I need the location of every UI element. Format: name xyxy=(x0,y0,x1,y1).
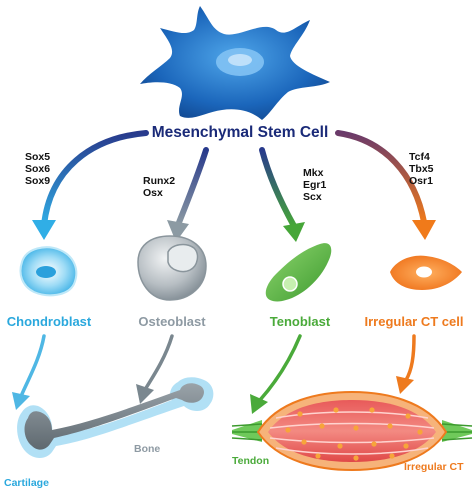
tendon-label: Tendon xyxy=(232,455,269,467)
osteoblast-cell-icon xyxy=(137,235,207,301)
marker-tbx5: Tbx5 xyxy=(409,163,434,175)
irregular-ct-markers: Tcf4 Tbx5 Osr1 xyxy=(409,151,434,187)
tissue-arrows xyxy=(12,334,416,414)
chondroblast-markers: Sox5 Sox6 Sox9 xyxy=(25,151,50,187)
irregular-ct-cell-icon xyxy=(390,255,462,290)
marker-runx2: Runx2 xyxy=(143,175,175,187)
tenoblast-markers: Mkx Egr1 Scx xyxy=(303,167,327,203)
marker-tcf4: Tcf4 xyxy=(409,151,430,163)
cartilage-label: Cartilage xyxy=(4,477,49,489)
marker-sox9: Sox9 xyxy=(25,175,50,187)
mesenchymal-stem-cell-icon xyxy=(140,6,330,120)
marker-osx: Osx xyxy=(143,187,163,199)
marker-mkx: Mkx xyxy=(303,167,324,179)
irregular-ct-label: Irregular CT xyxy=(404,461,464,473)
bone-cartilage-illustration xyxy=(17,377,214,458)
muscle-tendon-illustration xyxy=(231,390,473,472)
marker-sox6: Sox6 xyxy=(25,163,50,175)
lineage-arrows xyxy=(32,130,436,242)
marker-osr1: Osr1 xyxy=(409,175,433,187)
marker-egr1: Egr1 xyxy=(303,179,327,191)
irregular-ct-cell-label: Irregular CT cell xyxy=(365,314,464,329)
osteoblast-label: Osteoblast xyxy=(138,314,206,329)
chondroblast-label: Chondroblast xyxy=(7,314,92,329)
bone-label: Bone xyxy=(134,443,160,455)
chondroblast-cell-icon xyxy=(19,246,78,297)
diagram-title: Mesenchymal Stem Cell xyxy=(152,124,329,141)
marker-sox5: Sox5 xyxy=(25,151,50,163)
osteoblast-markers: Runx2 Osx xyxy=(143,175,175,199)
tenoblast-cell-icon xyxy=(265,243,332,302)
marker-scx: Scx xyxy=(303,191,322,203)
tenoblast-label: Tenoblast xyxy=(270,314,331,329)
